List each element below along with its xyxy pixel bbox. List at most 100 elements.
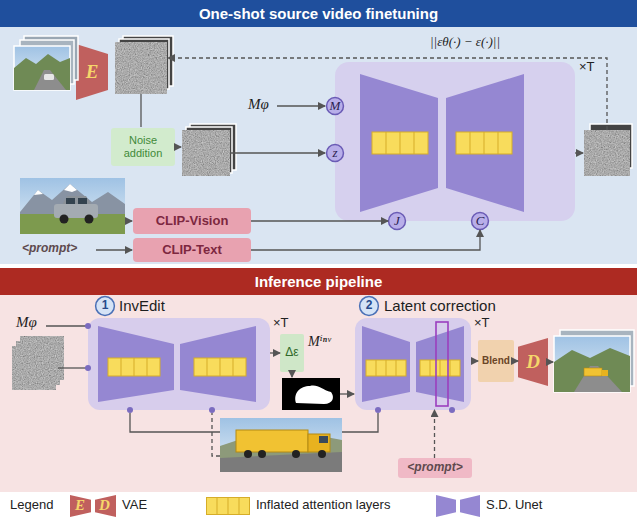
output-frames (554, 330, 634, 392)
port-letter: C (476, 214, 485, 229)
encoder-box: CLIP-Text (133, 238, 251, 262)
bottom-unets-part (396, 360, 397, 376)
bottom-wires-part (340, 393, 354, 394)
video-frames-part (14, 54, 70, 90)
car-photo-part (54, 204, 98, 218)
port-letter: M (330, 99, 341, 114)
legend-text: Inflated attention layers (256, 498, 390, 513)
bottom-unets-part (362, 326, 410, 402)
legend-heading: Legend (10, 498, 53, 513)
loss-formula: ||εθ(·) − ε(·)|| (430, 35, 500, 50)
output-frames-part (560, 330, 634, 386)
top-unet (360, 74, 524, 212)
bottom-unets-part (233, 358, 234, 376)
mask-image-part (282, 378, 340, 410)
top-wires (96, 58, 607, 250)
video-frames-part (14, 46, 70, 90)
truck-photo-part (220, 418, 342, 472)
input-noise (12, 336, 64, 390)
bottom-unets-part (416, 326, 464, 402)
top-unet-part (470, 132, 471, 154)
repeat-label: ×T (474, 316, 490, 331)
output-frames-part (554, 336, 630, 392)
top-unet-part (414, 132, 415, 154)
swatch-divider (217, 498, 218, 515)
circle-shape (389, 213, 406, 230)
input-noise-part (16, 341, 60, 385)
legend-text: VAE (122, 498, 147, 513)
bottom-wires-part (58, 367, 86, 368)
video-frames-part (20, 40, 74, 84)
top-wires-part (168, 58, 607, 130)
circle-shape (327, 98, 344, 115)
video-frames-part (44, 74, 54, 80)
truck-photo-part (318, 450, 326, 458)
circle-shape (327, 145, 344, 162)
connector-arrow (270, 352, 280, 353)
bottom-wires-part (548, 361, 553, 362)
symbol-label: Mⁱⁿᵛ (308, 334, 331, 350)
latent-noise (115, 36, 632, 176)
truck-photo-part (308, 434, 330, 452)
car-photo-part (34, 190, 43, 195)
swatch-shape (95, 495, 116, 517)
bottom-wires (46, 326, 553, 456)
truck-photo-part (292, 450, 300, 458)
top-unet-part (386, 132, 387, 154)
top-unet-part (372, 132, 428, 154)
port-letter: z (332, 146, 337, 161)
port-dots-part (449, 407, 455, 413)
legend-letter: D (99, 497, 110, 514)
swatch-shape (436, 495, 456, 517)
swatch-divider (228, 498, 229, 515)
process-box: Noise addition (111, 128, 175, 166)
box-label: CLIP-Vision (156, 214, 229, 229)
latent-noise-part (115, 42, 167, 94)
car-photo-part (20, 178, 125, 234)
latent-noise-part (190, 124, 236, 170)
swatch-shape (70, 495, 91, 517)
connector-arrow (251, 220, 388, 221)
encoder-box: CLIP-Vision (133, 208, 251, 234)
input-port: M (326, 97, 344, 115)
prompt-box: <prompt> (398, 458, 472, 478)
input-port: C (471, 212, 489, 230)
port-letter: J (394, 214, 400, 229)
top-wires-part (125, 220, 132, 221)
truck-photo-part (236, 430, 308, 452)
panel-region: Inference pipeline1InvEdit×TΔε2Latent co… (0, 268, 637, 492)
prompt-label: <prompt> (22, 242, 77, 256)
top-unet-part (360, 74, 438, 212)
step-number: 2 (359, 296, 379, 316)
bottom-unets-part (420, 360, 460, 376)
panel-heading: One-shot source video finetuning (0, 0, 637, 27)
panel-region: One-shot source video finetuningENoise a… (0, 0, 637, 264)
video-frames-part (24, 36, 78, 80)
latent-noise-part (119, 39, 169, 89)
mask-image-part (295, 386, 333, 404)
bottom-unets-part (450, 360, 451, 376)
delta-box: Δε (280, 334, 304, 372)
circle-shape (472, 213, 489, 230)
bottom-unets-part (220, 358, 221, 376)
video-frames (14, 36, 78, 90)
symbol-label: Mφ (248, 96, 269, 113)
connector-arrow (514, 360, 518, 361)
car-photo-part (85, 215, 94, 224)
circle-shape (360, 297, 379, 316)
top-wires-part (140, 94, 141, 127)
bottom-unets-part (376, 360, 377, 376)
unet-region: Latent correction×T (355, 318, 471, 410)
truck-photo-part (319, 436, 328, 443)
trapezoid-shape (518, 338, 548, 386)
top-unet-part (484, 132, 485, 154)
vae-letter: D (526, 351, 540, 373)
legend-swatch (436, 495, 480, 517)
bottom-unets-part (121, 358, 122, 376)
truck-photo-part (244, 450, 252, 458)
car-photo-part (62, 196, 92, 205)
port-dots-part (127, 407, 133, 413)
car-photo (20, 178, 125, 234)
legend-letter: E (75, 497, 85, 514)
